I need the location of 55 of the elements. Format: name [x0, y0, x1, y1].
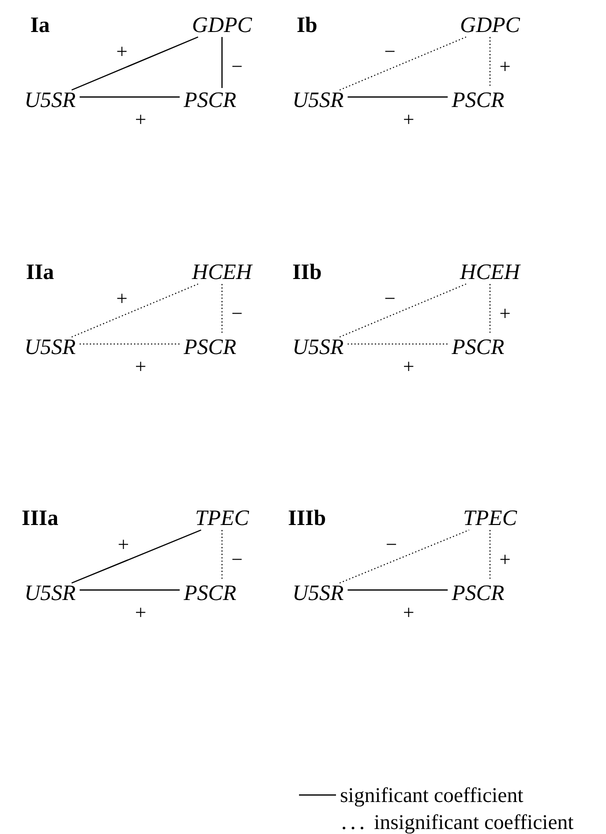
edge-label: − — [231, 56, 243, 76]
variable-label: PSCR — [182, 88, 238, 112]
variable-label: U5SR — [22, 88, 78, 112]
legend-text: insignificant coefficient — [374, 810, 574, 834]
dotted-line — [71, 284, 199, 338]
variable-label: PSCR — [450, 335, 506, 359]
dotted-line — [339, 36, 467, 90]
variable-label: U5SR — [22, 335, 78, 359]
variable-label: GDPC — [458, 13, 522, 37]
variable-label: HCEH — [458, 260, 522, 284]
solid-line — [221, 37, 223, 88]
panel-label: Ib — [296, 13, 318, 37]
solid-line — [71, 529, 202, 584]
variable-label: TPEC — [461, 506, 519, 530]
variable-label: U5SR — [290, 335, 346, 359]
legend-text: significant coefficient — [340, 783, 524, 807]
edge-label: + — [403, 603, 414, 623]
edge-label: + — [403, 110, 414, 130]
panel-label: IIb — [292, 260, 322, 284]
panel-label: Ia — [30, 13, 50, 37]
variable-label: HCEH — [190, 260, 254, 284]
variable-label: U5SR — [290, 581, 346, 605]
panel-label: IIIb — [288, 506, 326, 530]
variable-label: PSCR — [182, 335, 238, 359]
solid-line — [348, 96, 448, 98]
edge-label: + — [135, 110, 146, 130]
solid-line — [80, 96, 180, 98]
edge-label: − — [231, 304, 243, 324]
variable-label: PSCR — [450, 88, 506, 112]
panel-label: IIIa — [22, 506, 58, 530]
edge-label: + — [118, 534, 130, 554]
variable-label: TPEC — [193, 506, 251, 530]
variable-label: PSCR — [182, 581, 238, 605]
edge-label: + — [499, 304, 511, 324]
variable-label: U5SR — [290, 88, 346, 112]
dotted-line — [339, 530, 470, 584]
edge-label: − — [384, 288, 396, 308]
edge-label: − — [384, 42, 396, 62]
variable-label: U5SR — [22, 581, 78, 605]
edge-label: + — [403, 357, 414, 377]
solid-line — [80, 589, 180, 591]
variable-label: GDPC — [190, 13, 254, 37]
solid-line — [348, 589, 448, 591]
dotted-line — [339, 284, 467, 338]
variable-label: PSCR — [450, 581, 506, 605]
edge-label: − — [386, 534, 398, 554]
edge-label: + — [116, 42, 128, 62]
edge-label: + — [499, 550, 511, 570]
edge-label: + — [499, 56, 511, 76]
edge-label: + — [135, 357, 146, 377]
solid-line — [71, 36, 198, 91]
panel-label: IIa — [26, 260, 54, 284]
edge-label: + — [116, 288, 128, 308]
edge-label: − — [231, 550, 243, 570]
edge-label: + — [135, 603, 146, 623]
